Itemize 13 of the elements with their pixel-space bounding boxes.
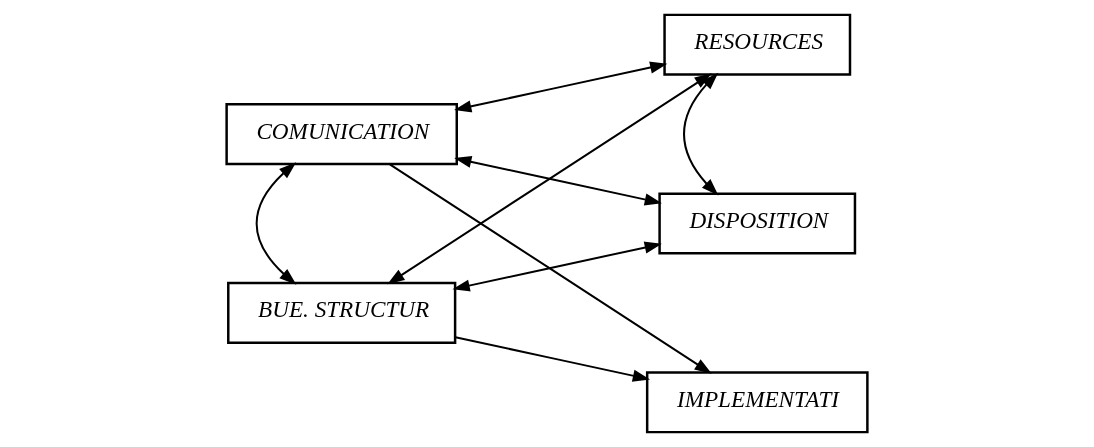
- arrow: [454, 61, 668, 113]
- arrow: [387, 73, 712, 285]
- arrow: [683, 72, 719, 196]
- node-box: DISPOSITION: [658, 192, 857, 255]
- node-box: BUE. STRUCTUR: [227, 281, 457, 344]
- arrow: [255, 162, 297, 285]
- arrow: [454, 336, 651, 382]
- node-box: COMUNICATION: [225, 103, 458, 166]
- arrow: [454, 155, 662, 206]
- node-box: RESOURCES: [663, 13, 852, 76]
- arrow: [388, 163, 712, 374]
- arrow: [452, 241, 662, 292]
- node-box: IMPLEMENTATI: [645, 371, 869, 434]
